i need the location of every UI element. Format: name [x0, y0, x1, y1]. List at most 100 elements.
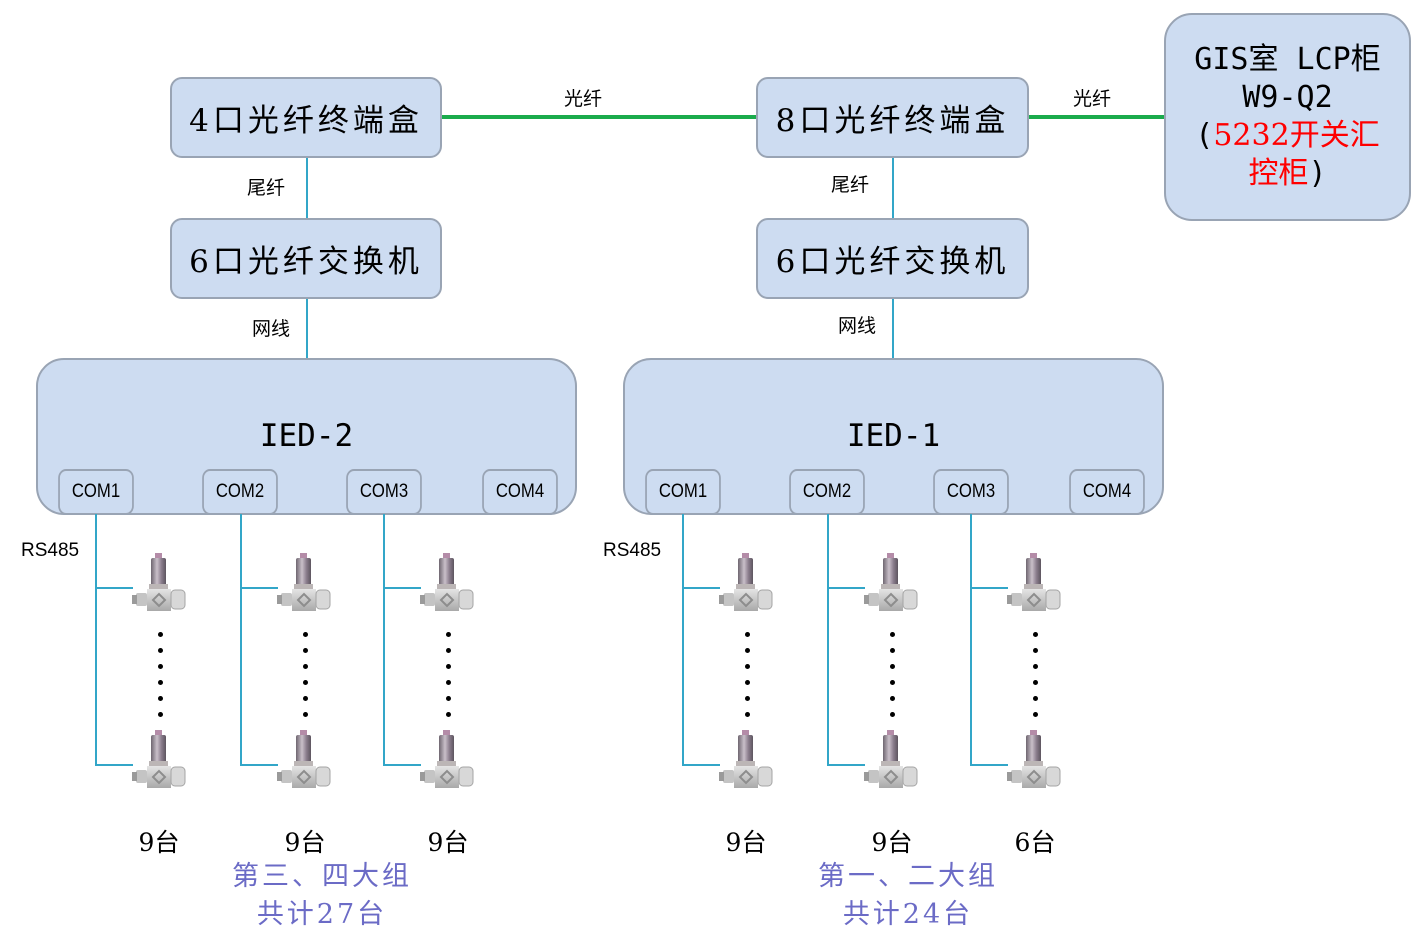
ellipsis-dot — [303, 712, 308, 717]
density-relay-sensor-icon[interactable] — [418, 551, 478, 615]
ied-2-com1[interactable]: COM1 — [58, 469, 134, 515]
network-label-right: 网线 — [838, 315, 877, 337]
fiber-switch-right-label: 6口光纤交换机 — [775, 244, 1010, 280]
ied-1-title: IED-1 — [846, 418, 941, 454]
gis-lcp-cabinet[interactable]: GIS室 LCP柜 W9-Q2 (5232开关汇 控柜) — [1164, 13, 1411, 221]
ied-2-com3[interactable]: COM3 — [346, 469, 422, 515]
ied-2[interactable]: IED-2 COM1 COM2 COM3 COM4 — [36, 358, 577, 515]
ied-2-com2[interactable]: COM2 — [202, 469, 278, 515]
ellipsis-dot — [158, 680, 163, 685]
ellipsis-dot — [446, 712, 451, 717]
pigtail-line-right — [892, 157, 894, 218]
rs485-bus-left-com1 — [95, 514, 97, 765]
ellipsis-dot — [1033, 632, 1038, 637]
ellipsis-dot — [745, 632, 750, 637]
rs485-label-right: RS485 — [603, 540, 662, 561]
density-relay-sensor-icon[interactable] — [275, 728, 335, 792]
rs485-tap-left-com1-last — [95, 764, 133, 766]
ied-2-com4[interactable]: COM4 — [482, 469, 558, 515]
fiber-label-right: 光纤 — [1073, 88, 1112, 110]
fiber-link-left — [441, 115, 757, 119]
group-left-line2: 共计27台 — [256, 899, 388, 930]
fiber-switch-left-label: 6口光纤交换机 — [189, 244, 423, 280]
rs485-bus-right-com3 — [970, 514, 972, 765]
density-relay-sensor-icon[interactable] — [717, 728, 777, 792]
count-left-com1: 9台 — [138, 828, 180, 857]
density-relay-sensor-icon[interactable] — [862, 551, 922, 615]
gis-cabinet-line1: GIS室 LCP柜 — [1194, 42, 1381, 77]
density-relay-sensor-icon[interactable] — [275, 551, 335, 615]
density-relay-sensor-icon[interactable] — [717, 551, 777, 615]
pigtail-label-right: 尾纤 — [831, 174, 870, 196]
ellipsis-dot — [446, 680, 451, 685]
ellipsis-dot — [890, 632, 895, 637]
ied-1-com2[interactable]: COM2 — [789, 469, 865, 515]
ied-2-title: IED-2 — [259, 418, 354, 454]
ellipsis-dot — [446, 648, 451, 653]
ied-1[interactable]: IED-1 COM1 COM2 COM3 COM4 — [623, 358, 1164, 515]
group-caption-left: 第三、四大组 共计27台 — [192, 858, 452, 934]
count-left-com2: 9台 — [284, 828, 326, 857]
rs485-tap-right-com3-last — [970, 764, 1008, 766]
pigtail-line-left — [306, 157, 308, 218]
ellipsis-dot — [446, 696, 451, 701]
network-label-left: 网线 — [252, 318, 291, 340]
terminal-box-4port[interactable]: 4口光纤终端盒 — [170, 77, 442, 158]
gis-cabinet-highlight-2: 控柜 — [1248, 156, 1309, 191]
ied-1-com1[interactable]: COM1 — [645, 469, 721, 515]
density-relay-sensor-icon[interactable] — [1005, 551, 1065, 615]
rs485-bus-left-com2 — [240, 514, 242, 765]
gis-cabinet-highlight-1: 5232开关汇 — [1213, 118, 1380, 153]
fiber-label-left: 光纤 — [564, 88, 603, 110]
terminal-box-4port-label: 4口光纤终端盒 — [189, 103, 423, 139]
terminal-box-8port[interactable]: 8口光纤终端盒 — [756, 77, 1029, 158]
ellipsis-dot — [890, 664, 895, 669]
fiber-switch-right[interactable]: 6口光纤交换机 — [756, 218, 1029, 299]
density-relay-sensor-icon[interactable] — [1005, 728, 1065, 792]
ellipsis-dot — [158, 664, 163, 669]
ellipsis-dot — [745, 712, 750, 717]
group-left-line1: 第三、四大组 — [232, 861, 412, 892]
ellipsis-dot — [1033, 712, 1038, 717]
fiber-link-right — [1028, 115, 1165, 119]
rs485-bus-right-com1 — [682, 514, 684, 765]
network-cable-right — [892, 298, 894, 358]
count-right-com1: 9台 — [725, 828, 767, 857]
terminal-box-8port-label: 8口光纤终端盒 — [775, 103, 1010, 139]
rs485-bus-right-com2 — [827, 514, 829, 765]
count-right-com2: 9台 — [871, 828, 913, 857]
pigtail-label-left: 尾纤 — [247, 177, 286, 199]
ellipsis-dot — [745, 664, 750, 669]
close-paren: ) — [1308, 156, 1327, 191]
rs485-tap-right-com1-last — [682, 764, 720, 766]
rs485-tap-left-com2-first — [240, 587, 278, 589]
count-right-com3: 6台 — [1014, 828, 1056, 857]
density-relay-sensor-icon[interactable] — [130, 551, 190, 615]
group-caption-right: 第一、二大组 共计24台 — [778, 858, 1038, 934]
rs485-tap-left-com1-first — [95, 587, 133, 589]
ellipsis-dot — [303, 680, 308, 685]
density-relay-sensor-icon[interactable] — [130, 728, 190, 792]
density-relay-sensor-icon[interactable] — [862, 728, 922, 792]
gis-cabinet-line4: 控柜) — [1248, 155, 1326, 193]
ied-1-com3[interactable]: COM3 — [933, 469, 1009, 515]
rs485-tap-left-com2-last — [240, 764, 278, 766]
ellipsis-dot — [745, 648, 750, 653]
rs485-bus-left-com3 — [383, 514, 385, 765]
group-right-line1: 第一、二大组 — [818, 861, 998, 892]
ellipsis-dot — [890, 680, 895, 685]
ied-1-com4[interactable]: COM4 — [1069, 469, 1145, 515]
rs485-tap-right-com2-first — [827, 587, 865, 589]
ellipsis-dot — [1033, 648, 1038, 653]
ellipsis-dot — [158, 712, 163, 717]
ellipsis-dot — [745, 696, 750, 701]
fiber-switch-left[interactable]: 6口光纤交换机 — [170, 218, 442, 299]
ellipsis-dot — [158, 632, 163, 637]
ellipsis-dot — [446, 632, 451, 637]
density-relay-sensor-icon[interactable] — [418, 728, 478, 792]
ellipsis-dot — [303, 664, 308, 669]
rs485-tap-right-com3-first — [970, 587, 1008, 589]
ellipsis-dot — [1033, 680, 1038, 685]
rs485-tap-left-com3-first — [383, 587, 421, 589]
ellipsis-dot — [890, 712, 895, 717]
